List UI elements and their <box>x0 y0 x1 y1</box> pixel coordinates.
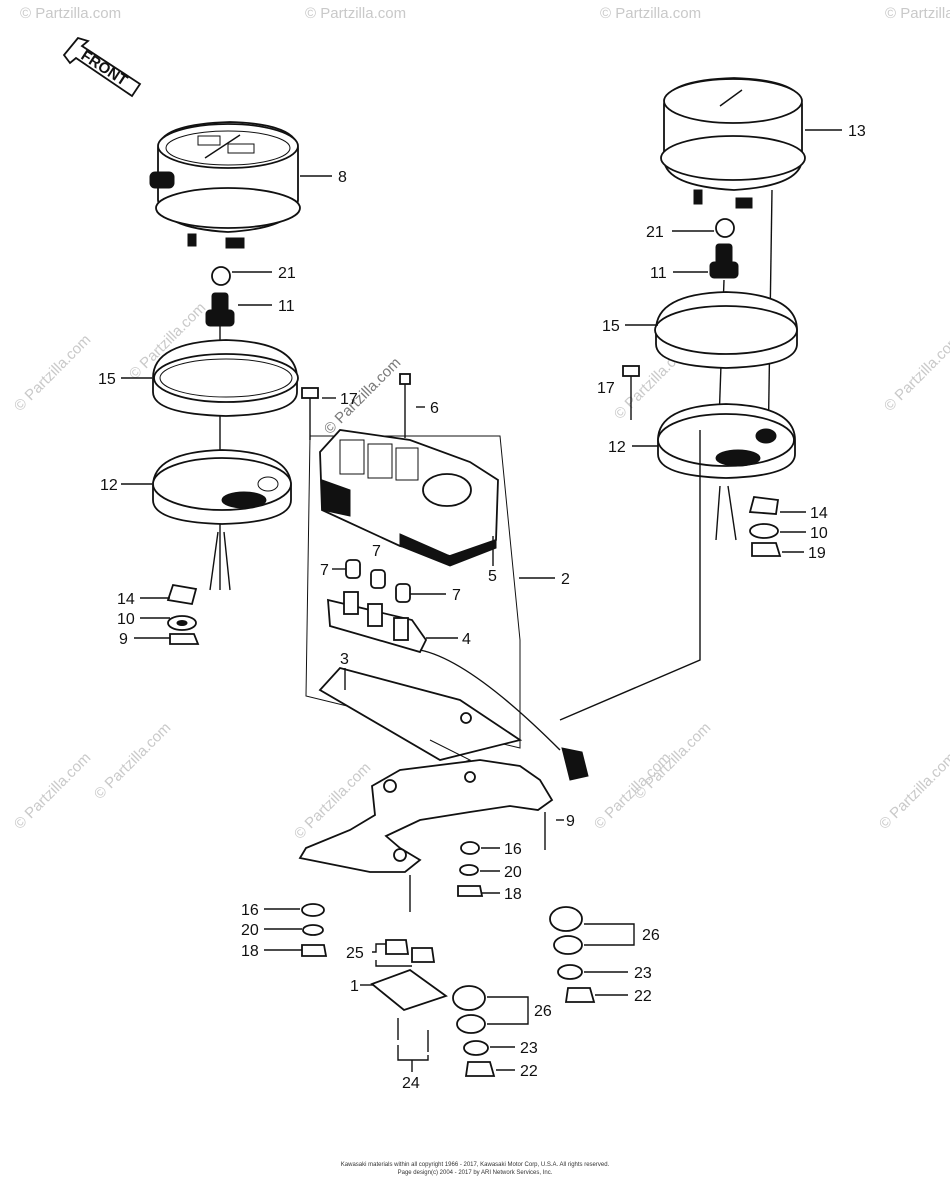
callout-7-c: 7 <box>452 587 461 604</box>
callout-24: 24 <box>402 1075 420 1092</box>
callout-17-right: 17 <box>597 380 615 397</box>
callout-14-left: 14 <box>117 591 135 608</box>
callout-12-right: 12 <box>608 439 626 456</box>
left-meter-assembly <box>149 121 301 249</box>
bolts <box>301 365 640 440</box>
callout-16-left: 16 <box>241 902 259 919</box>
callout-6: 6 <box>430 400 439 417</box>
callout-9-bracket: 9 <box>566 813 575 830</box>
callout-3: 3 <box>340 651 349 668</box>
watermark: © Partzilla.com <box>881 331 950 414</box>
callout-5: 5 <box>488 568 497 585</box>
callout-13: 13 <box>848 123 866 140</box>
callout-20-center: 20 <box>504 864 522 881</box>
callout-21-left: 21 <box>278 265 296 282</box>
footer-design: Page design(c) 2004 - 2017 by ARI Networ… <box>398 1170 553 1176</box>
watermark: © Partzilla.com <box>631 719 714 802</box>
callout-23-center: 23 <box>520 1040 538 1057</box>
callout-15-left: 15 <box>98 371 116 388</box>
callout-20-left: 20 <box>241 922 259 939</box>
callout-10-right: 10 <box>810 525 828 542</box>
watermark: © Partzilla.com <box>885 5 950 22</box>
watermark: © Partzilla.com <box>20 5 121 22</box>
small-hardware <box>301 841 596 1077</box>
callout-11-right: 11 <box>650 265 667 282</box>
callout-2: 2 <box>561 571 570 588</box>
indicator-housing-assembly <box>305 429 701 781</box>
callout-18-center: 18 <box>504 886 522 903</box>
callout-17-left: 17 <box>340 391 358 408</box>
callout-11-left: 11 <box>278 298 295 315</box>
front-arrow-icon: FRONT <box>62 36 142 98</box>
callout-7-a: 7 <box>320 562 329 579</box>
callout-22-right: 22 <box>634 988 652 1005</box>
callout-9-left: 9 <box>119 631 128 648</box>
callout-19: 19 <box>808 545 826 562</box>
callout-16-center: 16 <box>504 841 522 858</box>
center-watermark: © Partzilla.com <box>321 354 404 437</box>
callout-26-center: 26 <box>534 1003 552 1020</box>
callout-22-center: 22 <box>520 1063 538 1080</box>
watermark: © Partzilla.com <box>91 719 174 802</box>
callout-14-right: 14 <box>810 505 828 522</box>
callout-23-right: 23 <box>634 965 652 982</box>
callout-18-left: 18 <box>241 943 259 960</box>
watermark: © Partzilla.com <box>305 5 406 22</box>
callout-8: 8 <box>338 169 347 186</box>
footer: Kawasaki materials within all copyright … <box>341 1162 610 1176</box>
watermark: © Partzilla.com <box>11 331 94 414</box>
callout-26-right: 26 <box>642 927 660 944</box>
callout-10-left: 10 <box>117 611 135 628</box>
callout-1: 1 <box>350 978 359 995</box>
front-label: FRONT <box>78 47 131 89</box>
callout-21-right: 21 <box>646 224 664 241</box>
callout-7-b: 7 <box>372 543 381 560</box>
right-meter-assembly <box>654 77 806 557</box>
callout-25: 25 <box>346 945 364 962</box>
watermark: © Partzilla.com <box>876 749 950 832</box>
footer-copyright: Kawasaki materials within all copyright … <box>341 1162 610 1168</box>
watermark: © Partzilla.com <box>11 749 94 832</box>
watermark: © Partzilla.com <box>600 5 701 22</box>
callout-4: 4 <box>462 631 471 648</box>
callout-labels: 8 13 21 11 21 11 15 15 17 17 6 12 12 14 … <box>98 123 866 1092</box>
callout-15-right: 15 <box>602 318 620 335</box>
leader-lines <box>121 129 842 1072</box>
callout-12-left: 12 <box>100 477 118 494</box>
bracket-assembly <box>298 759 554 912</box>
left-lower-assembly <box>152 266 299 645</box>
